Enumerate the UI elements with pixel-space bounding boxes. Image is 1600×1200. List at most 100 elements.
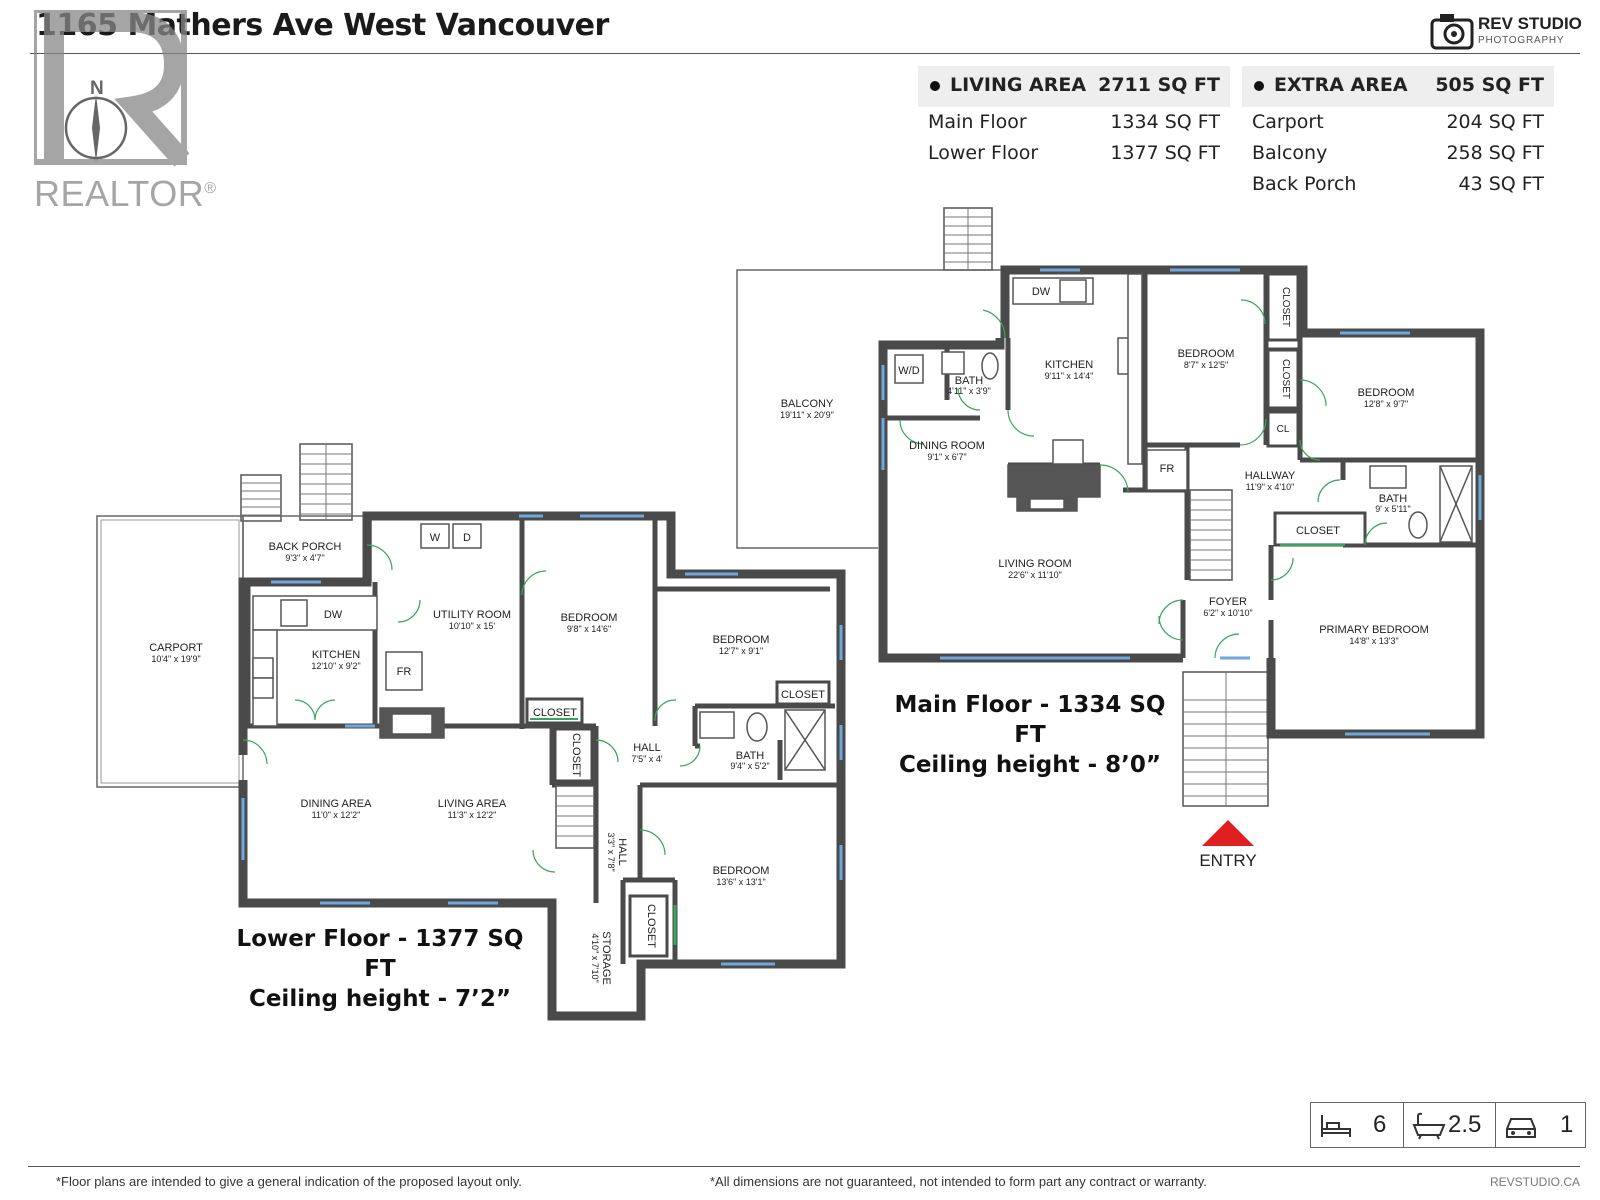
room-dims-foyer: 6'2" x 10'10" xyxy=(1203,608,1252,618)
website-label: REVSTUDIO.CA xyxy=(1489,1175,1580,1189)
brand-name: REV STUDIO xyxy=(1478,14,1582,33)
room-dims-dining: 9'1" x 6'7" xyxy=(927,452,966,462)
room-dims-utility: 10'10" x 15' xyxy=(449,621,495,631)
washer-label: W xyxy=(430,532,441,544)
room-name-bedroom: BEDROOM xyxy=(561,612,618,624)
room-name-foyer: FOYER xyxy=(1209,596,1247,608)
area-row-label: Back Porch xyxy=(1252,173,1357,195)
bathroom-count: 2.5 xyxy=(1448,1111,1482,1138)
room-name-storage: STORAGE xyxy=(600,931,612,985)
main-floor-caption: Main Floor - 1334 SQ FT Ceiling height -… xyxy=(880,690,1180,780)
lower-floor-fixtures xyxy=(252,523,826,771)
room-name-bedroom: BEDROOM xyxy=(713,634,770,646)
room-name-bedroom: BEDROOM xyxy=(1178,348,1235,360)
dryer-label: D xyxy=(463,532,471,544)
room-name-bath: BATH xyxy=(955,375,984,387)
car-icon xyxy=(1506,1118,1536,1138)
closet xyxy=(628,894,669,958)
entry-label: ENTRY xyxy=(1199,851,1256,870)
area-row-value: 258 SQ FT xyxy=(1446,142,1544,164)
room-name-kitchen: KITCHEN xyxy=(1045,359,1093,371)
closet-label: CLOSET xyxy=(645,904,657,948)
room-dims-dining: 11'0" x 12'2" xyxy=(312,810,361,820)
main-stairs xyxy=(1189,489,1233,581)
footnote-layout: *Floor plans are intended to give a gene… xyxy=(56,1174,522,1189)
main-floor-ceiling-height: Ceiling height - 8’0” xyxy=(898,752,1162,778)
lower-floor-plan: BACK PORCH 9'3" x 4'7" CARPORT 10'4" x 1… xyxy=(96,443,846,1021)
main-floor-windows xyxy=(881,268,1482,736)
bullet-icon xyxy=(930,81,940,91)
room-name-carport: CARPORT xyxy=(149,642,203,654)
brand-logo: REV STUDIO PHOTOGRAPHY xyxy=(1430,12,1582,52)
bed-icon xyxy=(1321,1115,1351,1137)
room-dims-bath: 4'11" x 3'9" xyxy=(947,386,991,396)
room-dims-back-porch: 9'3" x 4'7" xyxy=(285,553,324,563)
room-dims-bedroom: 9'8" x 14'6" xyxy=(567,624,611,634)
bath-cell: 2.5 xyxy=(1403,1103,1496,1147)
room-dims-hall: 7'5" x 4' xyxy=(631,754,662,764)
room-dims-balcony: 19'11" x 20'9" xyxy=(780,410,834,420)
area-row-value: 204 SQ FT xyxy=(1446,111,1544,133)
room-name-utility: UTILITY ROOM xyxy=(433,609,511,621)
area-row-label: Main Floor xyxy=(928,111,1027,133)
lower-floor-caption: Lower Floor - 1377 SQ FT Ceiling height … xyxy=(220,924,540,1014)
room-name-dining: DINING AREA xyxy=(301,798,373,810)
closet-label: CL xyxy=(1277,424,1290,435)
footer-divider xyxy=(28,1166,1580,1167)
washer-dryer-label: W/D xyxy=(898,365,919,377)
bedroom-count: 6 xyxy=(1373,1111,1387,1138)
room-dims-bath: 9' x 5'11" xyxy=(1375,504,1411,514)
room-dims-bedroom: 13'6" x 13'1" xyxy=(716,877,765,887)
room-name-primary-bedroom: PRIMARY BEDROOM xyxy=(1319,624,1429,636)
area-row: Carport 204 SQ FT xyxy=(1242,107,1554,138)
camera-icon xyxy=(1430,14,1474,50)
room-name-kitchen: KITCHEN xyxy=(312,649,360,661)
closet xyxy=(553,727,594,783)
closet-label: CLOSET xyxy=(570,733,582,777)
area-row-label: Balcony xyxy=(1252,142,1328,164)
closet-label: CLOSET xyxy=(781,689,825,701)
room-name-hallway: HALLWAY xyxy=(1245,470,1296,482)
room-name-balcony: BALCONY xyxy=(781,398,834,410)
room-dims-kitchen: 12'10" x 9'2" xyxy=(311,661,360,671)
area-row-label: Carport xyxy=(1252,111,1324,133)
room-name-living: LIVING ROOM xyxy=(998,558,1071,570)
entry-marker-icon xyxy=(1202,820,1254,846)
realtor-logo-icon xyxy=(34,10,190,167)
closet-label: CLOSET xyxy=(533,707,577,719)
brand-subtitle: PHOTOGRAPHY xyxy=(1478,35,1565,46)
realtor-watermark: N REALTOR® xyxy=(34,10,224,214)
area-row-value: 43 SQ FT xyxy=(1458,173,1544,195)
room-name-bath: BATH xyxy=(736,750,765,762)
main-floor-doors xyxy=(899,299,1388,659)
room-name-bedroom: BEDROOM xyxy=(713,865,770,877)
realtor-wordmark: REALTOR® xyxy=(34,173,217,214)
lower-floor-ceiling-height: Ceiling height - 7’2” xyxy=(248,986,512,1012)
main-floor-area: Main Floor - 1334 SQ FT xyxy=(894,692,1166,748)
closet-label: CLOSET xyxy=(1280,287,1291,327)
bullet-icon xyxy=(1254,81,1264,91)
room-dims-bedroom: 12'8" x 9'7" xyxy=(1364,399,1408,409)
area-row: Balcony 258 SQ FT xyxy=(1242,138,1554,169)
living-area-header: LIVING AREA 2711 SQ FT xyxy=(918,66,1230,107)
area-row: Back Porch 43 SQ FT xyxy=(1242,169,1554,200)
extra-area-label: EXTRA AREA xyxy=(1274,74,1408,96)
balcony-outline xyxy=(736,269,1005,549)
room-dims-storage: 4'10" x 7'10" xyxy=(590,933,600,982)
title-divider xyxy=(30,53,1580,54)
room-dims-kitchen: 9'11" x 14'4" xyxy=(1045,371,1094,381)
room-dims-bedroom: 12'7" x 9'1" xyxy=(719,646,763,656)
room-dims-bath: 9'4" x 5'2" xyxy=(730,761,769,771)
dishwasher-label: DW xyxy=(1032,286,1051,298)
lower-stairs xyxy=(555,785,595,849)
closet xyxy=(1266,348,1300,410)
area-row-label: Lower Floor xyxy=(928,142,1039,164)
footnote-dimensions: *All dimensions are not guaranteed, not … xyxy=(710,1174,1207,1189)
room-dims-carport: 10'4" x 19'9" xyxy=(151,654,200,664)
compass-north-label: N xyxy=(90,78,104,99)
lower-floor-area: Lower Floor - 1377 SQ FT xyxy=(236,926,524,982)
lower-floor-doors xyxy=(242,544,701,945)
